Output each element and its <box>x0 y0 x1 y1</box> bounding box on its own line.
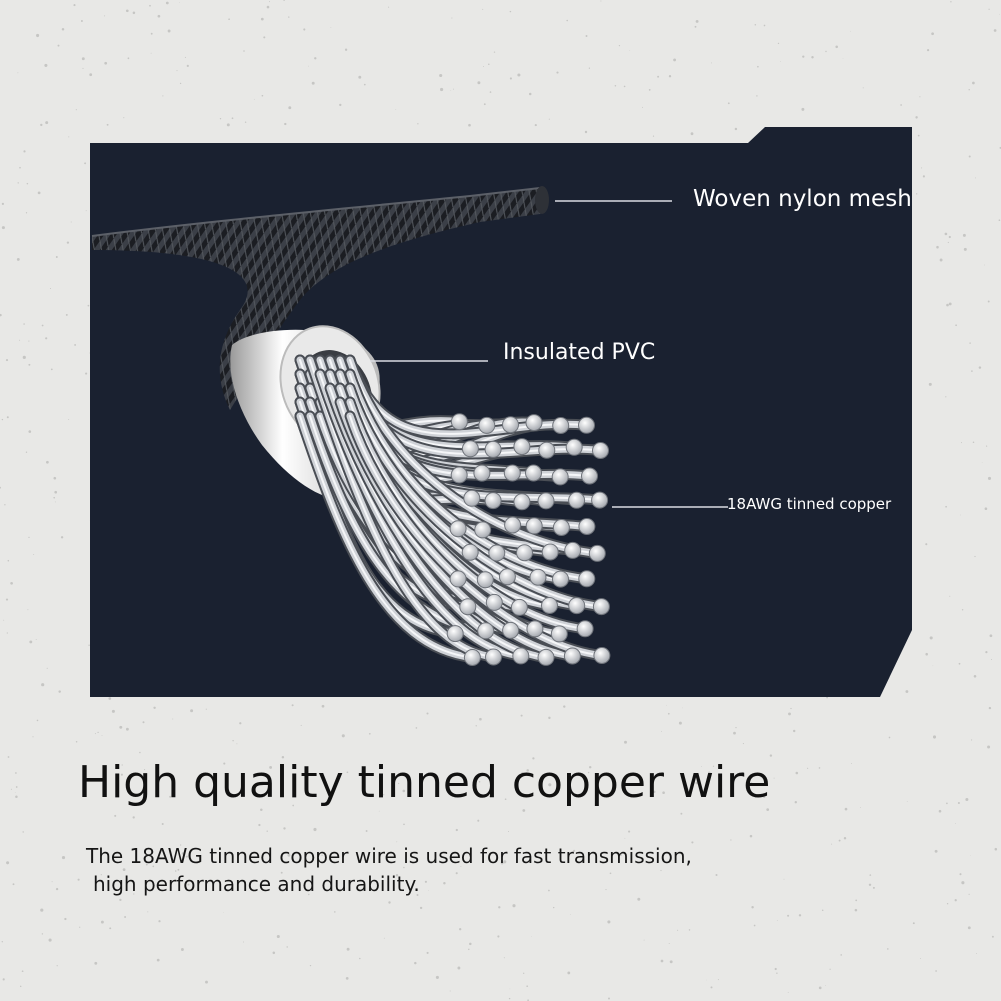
description-line-1: The 18AWG tinned copper wire is used for… <box>86 844 692 868</box>
copper-strands <box>294 354 611 666</box>
label-tinned-copper: 18AWG tinned copper <box>727 495 892 513</box>
label-insulated-pvc: Insulated PVC <box>503 340 656 365</box>
braided-sleeve <box>92 188 546 410</box>
description-line-2: high performance and durability. <box>93 872 420 896</box>
label-woven-nylon-mesh: Woven nylon mesh <box>693 186 912 212</box>
description: The 18AWG tinned copper wire is used for… <box>86 842 692 898</box>
headline: High quality tinned copper wire <box>78 757 771 808</box>
